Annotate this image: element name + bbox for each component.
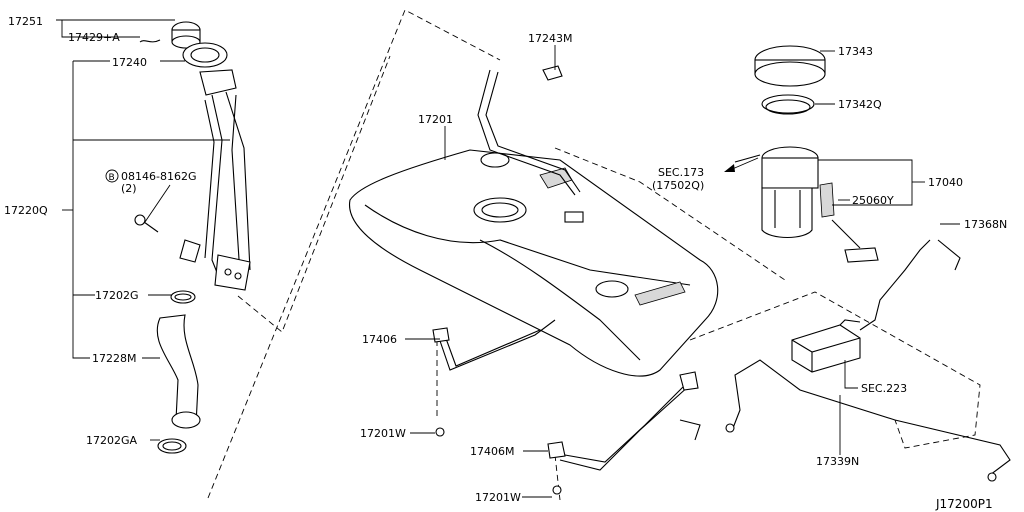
sec173-arrow (724, 157, 759, 172)
hose-clamp-upper (170, 290, 196, 304)
label-17342q: 17342Q (838, 98, 882, 111)
label-bolt-code: 08146-8162G (121, 170, 196, 183)
fuel-level-sender (819, 182, 879, 263)
pump-seal (761, 94, 815, 115)
label-17202g: 17202G (95, 289, 139, 302)
label-17201: 17201 (418, 113, 453, 126)
label-17429a: 17429+A (68, 31, 120, 44)
label-17243m: 17243M (528, 32, 572, 45)
vapor-line (725, 239, 1011, 482)
label-17201w-a: 17201W (360, 427, 406, 440)
hose-clamp-lower (157, 438, 187, 454)
label-17251: 17251 (8, 15, 43, 28)
label-17228m: 17228M (92, 352, 136, 365)
label-17343: 17343 (838, 45, 873, 58)
evap-frame-dashed (689, 291, 981, 449)
pump-module (734, 146, 819, 239)
pump-frame-dashed (554, 147, 786, 281)
tank-strap-rear (547, 371, 701, 471)
label-bolt-qty: (2) (121, 182, 137, 195)
fuel-tank (349, 149, 719, 377)
mounting-bolts (435, 427, 562, 495)
bolt-part (134, 214, 159, 233)
vent-tube (477, 69, 581, 196)
label-25060y: 25060Y (852, 194, 894, 207)
bracket-frame-dashed-2 (554, 454, 561, 501)
bracket-clip (542, 65, 563, 81)
label-17040: 17040 (928, 176, 963, 189)
label-17220q: 17220Q (4, 204, 48, 217)
label-17201w-b: 17201W (475, 491, 521, 504)
svg-text:B: B (109, 173, 115, 183)
label-sec173: SEC.173 (658, 166, 704, 179)
filler-frame-dashed-2 (237, 55, 391, 333)
label-17406m: 17406M (470, 445, 514, 458)
label-sec223: SEC.223 (861, 382, 907, 395)
label-sec173-ref: (17502Q) (652, 179, 704, 192)
filler-neck-tube (179, 69, 251, 291)
lock-ring (754, 45, 826, 87)
filler-frame-dashed (207, 9, 501, 499)
bolt-badge-icon: B (105, 169, 119, 183)
fuel-cap (139, 21, 201, 49)
label-17240: 17240 (112, 56, 147, 69)
diagram-id: J17200P1 (935, 497, 993, 511)
leader-lines (56, 19, 960, 498)
label-17368n: 17368N (964, 218, 1007, 231)
tank-strap-front (432, 319, 556, 371)
label-17202ga: 17202GA (86, 434, 138, 447)
label-17406: 17406 (362, 333, 397, 346)
evap-canister (791, 319, 861, 373)
filler-ring (182, 42, 228, 68)
label-17339n: 17339N (816, 455, 859, 468)
filler-hose (156, 314, 201, 429)
